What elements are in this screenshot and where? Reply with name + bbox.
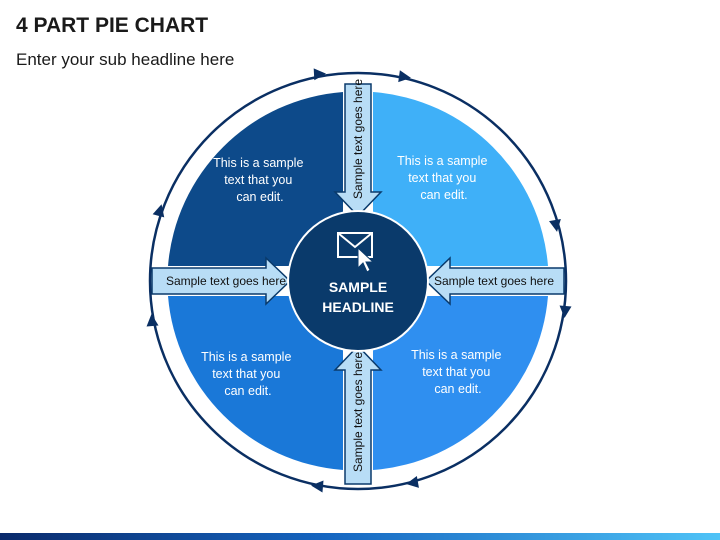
center-headline-line2: HEADLINE bbox=[322, 299, 394, 315]
bottom-accent-bar bbox=[0, 533, 720, 540]
ring-arrowhead-icon bbox=[152, 204, 165, 218]
ring-arrowhead-icon bbox=[559, 305, 572, 318]
cycle-arrowheads bbox=[146, 68, 572, 493]
quadrant-bottom-left-text: This is a sample text that you can edit. bbox=[201, 350, 295, 398]
quadrant-top-left-text: This is a sample text that you can edit. bbox=[213, 156, 307, 204]
ring-arrowhead-icon bbox=[406, 476, 419, 488]
center-circle bbox=[287, 210, 429, 352]
arrow-right bbox=[424, 256, 565, 306]
page-subtitle: Enter your sub headline here bbox=[16, 50, 235, 69]
quadrant-bottom-right-text: This is a sample text that you can edit. bbox=[411, 348, 505, 396]
arrow-right-label: Sample text goes here bbox=[434, 274, 554, 288]
quadrant-bottom-right bbox=[373, 296, 548, 470]
quadrant-bottom-left bbox=[168, 296, 343, 470]
ring-arrowhead-icon bbox=[311, 480, 324, 493]
ring-arrowhead-icon bbox=[398, 70, 411, 83]
quadrant-top-left bbox=[168, 92, 343, 266]
arrow-top bbox=[333, 83, 383, 218]
outer-cycle-ring bbox=[148, 71, 568, 491]
ring-arrowhead-icon bbox=[146, 314, 159, 327]
ring-arrowhead-icon bbox=[549, 219, 561, 232]
arrow-bottom-label: Sample text goes here bbox=[351, 352, 365, 472]
arrow-top-label: Sample text goes here bbox=[351, 79, 365, 199]
center-headline-line1: SAMPLE bbox=[329, 279, 387, 295]
arrow-bottom bbox=[333, 344, 383, 485]
page-title: 4 PART PIE CHART bbox=[16, 14, 209, 37]
arrow-left-label: Sample text goes here bbox=[166, 274, 286, 288]
envelope-cursor-icon bbox=[337, 232, 375, 273]
quadrant-top-right bbox=[373, 92, 548, 266]
arrow-left bbox=[151, 256, 292, 306]
quadrant-top-right-text: This is a sample text that you can edit. bbox=[397, 154, 491, 202]
ring-arrowhead-icon bbox=[313, 68, 326, 81]
